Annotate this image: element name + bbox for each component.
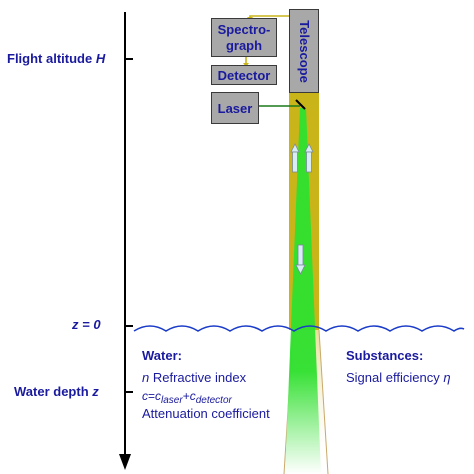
spectrograph-box: Spectro- graph bbox=[211, 18, 277, 57]
c-plus: + bbox=[182, 389, 190, 403]
laser-label: Laser bbox=[217, 100, 253, 116]
c-detector-symbol: c bbox=[189, 389, 196, 403]
spectrograph-label-line2: graph bbox=[225, 37, 263, 53]
flight-altitude-text: Flight altitude bbox=[7, 51, 93, 66]
c-detector-subscript: detector bbox=[195, 395, 232, 406]
laser-mirror bbox=[295, 99, 306, 110]
flight-altitude-label: Flight altitude H bbox=[7, 52, 105, 65]
telescope-box: Telescope bbox=[289, 9, 319, 93]
detector-box: Detector bbox=[211, 65, 277, 85]
down-arrow bbox=[295, 244, 306, 275]
laser-beam bbox=[285, 108, 321, 474]
detector-label: Detector bbox=[217, 67, 271, 83]
c-equals: = bbox=[148, 389, 156, 403]
water-surface-wave bbox=[133, 325, 465, 332]
up-arrow-right bbox=[304, 143, 314, 173]
c-laser-subscript: laser bbox=[161, 395, 183, 406]
attenuation-formula: c=claser+cdetector bbox=[142, 390, 232, 406]
water-depth-symbol: z bbox=[92, 384, 99, 399]
water-depth-label: Water depth z bbox=[14, 385, 99, 398]
depth-axis-arrowhead bbox=[119, 454, 131, 470]
signal-efficiency-symbol: η bbox=[443, 370, 451, 385]
refractive-symbol: n bbox=[142, 370, 150, 385]
laser-box: Laser bbox=[211, 92, 259, 124]
signal-efficiency-line: Signal efficiency η bbox=[346, 371, 451, 384]
substances-heading: Substances: bbox=[346, 348, 424, 363]
refractive-text: Refractive index bbox=[152, 370, 247, 385]
up-arrow-left bbox=[290, 143, 300, 173]
telescope-label: Telescope bbox=[296, 19, 312, 83]
refractive-index-line: n Refractive index bbox=[142, 371, 246, 384]
c-laser-symbol: c bbox=[155, 389, 162, 403]
surface-text: z = 0 bbox=[72, 317, 101, 332]
water-depth-text: Water depth bbox=[14, 384, 89, 399]
spectrograph-label-line1: Spectro- bbox=[217, 21, 271, 37]
flight-altitude-symbol: H bbox=[95, 51, 106, 66]
signal-efficiency-text: Signal efficiency bbox=[346, 370, 440, 385]
return-cone-edge-right bbox=[318, 329, 329, 474]
surface-label: z = 0 bbox=[72, 318, 101, 331]
water-heading: Water: bbox=[142, 348, 182, 363]
attenuation-text: Attenuation coefficient bbox=[142, 406, 270, 421]
c-symbol: c bbox=[142, 389, 148, 403]
